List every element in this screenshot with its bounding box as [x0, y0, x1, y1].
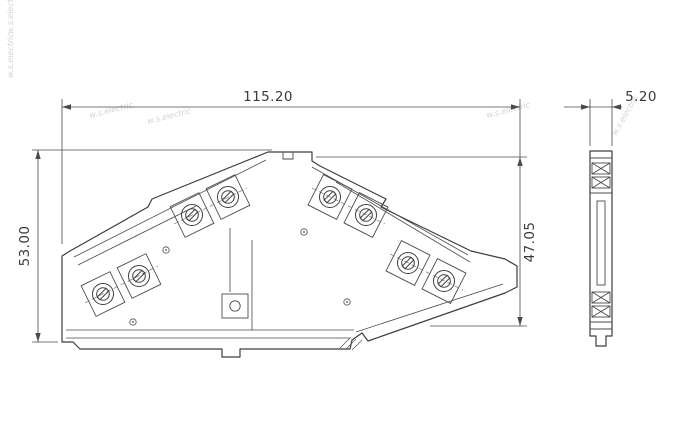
- dimension-side-width-value: 5.20: [625, 89, 657, 105]
- rivet-dot: [346, 301, 348, 303]
- rivet-dot: [132, 321, 134, 323]
- side-clamp-block: [591, 176, 611, 189]
- rivet: [343, 298, 351, 306]
- side-clamp-block: [591, 162, 611, 175]
- side-clamp-cross: [591, 162, 611, 175]
- side-clamp-block: [591, 305, 611, 318]
- arrowhead: [511, 104, 520, 110]
- axis-line: [84, 265, 159, 304]
- internal-line: [77, 205, 197, 266]
- screw-terminals: [92, 186, 455, 305]
- clamp-frame: [116, 253, 162, 299]
- arrowhead: [612, 104, 621, 110]
- foot-hatch: [339, 337, 363, 351]
- side-view-outline: [589, 150, 613, 347]
- dimension-height-left-value: 53.00: [17, 226, 33, 267]
- screw-terminal: [355, 204, 377, 226]
- watermark-text: w.s.electric: [6, 0, 15, 34]
- watermark-text: w.s.electric: [485, 100, 531, 120]
- front-view: [61, 151, 518, 358]
- clamp-frames: [80, 174, 467, 317]
- dimension-width-value: 115.20: [243, 89, 293, 105]
- hatch-line: [339, 337, 351, 349]
- arrowhead: [62, 104, 71, 110]
- front-view-outline: [61, 151, 518, 358]
- clamp-frame: [343, 192, 389, 238]
- rivet-dot: [165, 249, 167, 251]
- side-clamp-block: [591, 291, 611, 304]
- watermark-text: w.s.electric: [6, 33, 15, 78]
- side-clamp-cross: [591, 291, 611, 304]
- center-mount-frame: [221, 293, 249, 319]
- arrowhead: [35, 150, 41, 159]
- axis-line: [311, 187, 386, 225]
- side-clamp-cross: [591, 305, 611, 318]
- internal-line: [335, 181, 471, 263]
- axis-line: [173, 187, 248, 225]
- internal-lines: [66, 159, 504, 339]
- peak-slot: [282, 152, 294, 160]
- watermarks: w.s.electric w.s.electric w.s.electric w…: [6, 0, 640, 137]
- screw-terminal: [433, 270, 455, 292]
- clamp-frame: [421, 258, 467, 304]
- internal-line: [355, 283, 504, 333]
- internal-line: [73, 159, 267, 258]
- rivet-dot: [303, 231, 305, 233]
- dimension-height-left: 53.00: [17, 149, 272, 343]
- side-slot: [596, 200, 606, 286]
- screw-terminal: [128, 265, 150, 287]
- dimension-width: 115.20: [61, 89, 520, 244]
- side-clamp-cross: [591, 176, 611, 189]
- watermark-text: w.s.electric: [146, 106, 192, 126]
- rivet: [129, 318, 137, 326]
- dimension-height-right: 47.05: [316, 99, 538, 327]
- hatch-line: [351, 339, 363, 351]
- rivet: [162, 246, 170, 254]
- screw-terminal: [217, 186, 239, 208]
- rivets: [129, 228, 351, 326]
- side-view-details: [590, 157, 612, 330]
- dimension-height-right-value: 47.05: [522, 222, 538, 263]
- axis-line: [389, 253, 464, 291]
- arrowhead: [35, 333, 41, 342]
- clamp-frame: [205, 174, 251, 220]
- center-mount: [221, 293, 249, 319]
- arrowhead: [517, 157, 523, 166]
- arrowhead: [581, 104, 590, 110]
- dimensions: 115.20 53.00 47.05 5.20: [17, 89, 657, 343]
- arrowhead: [517, 317, 523, 326]
- side-view: [589, 150, 613, 347]
- watermark-text: w.s.electric: [88, 100, 134, 120]
- hatch-line: [345, 338, 357, 350]
- axis-lines: [84, 187, 464, 304]
- dimension-side-width: 5.20: [564, 89, 657, 146]
- center-mount-hole: [229, 300, 241, 312]
- rivet: [300, 228, 308, 236]
